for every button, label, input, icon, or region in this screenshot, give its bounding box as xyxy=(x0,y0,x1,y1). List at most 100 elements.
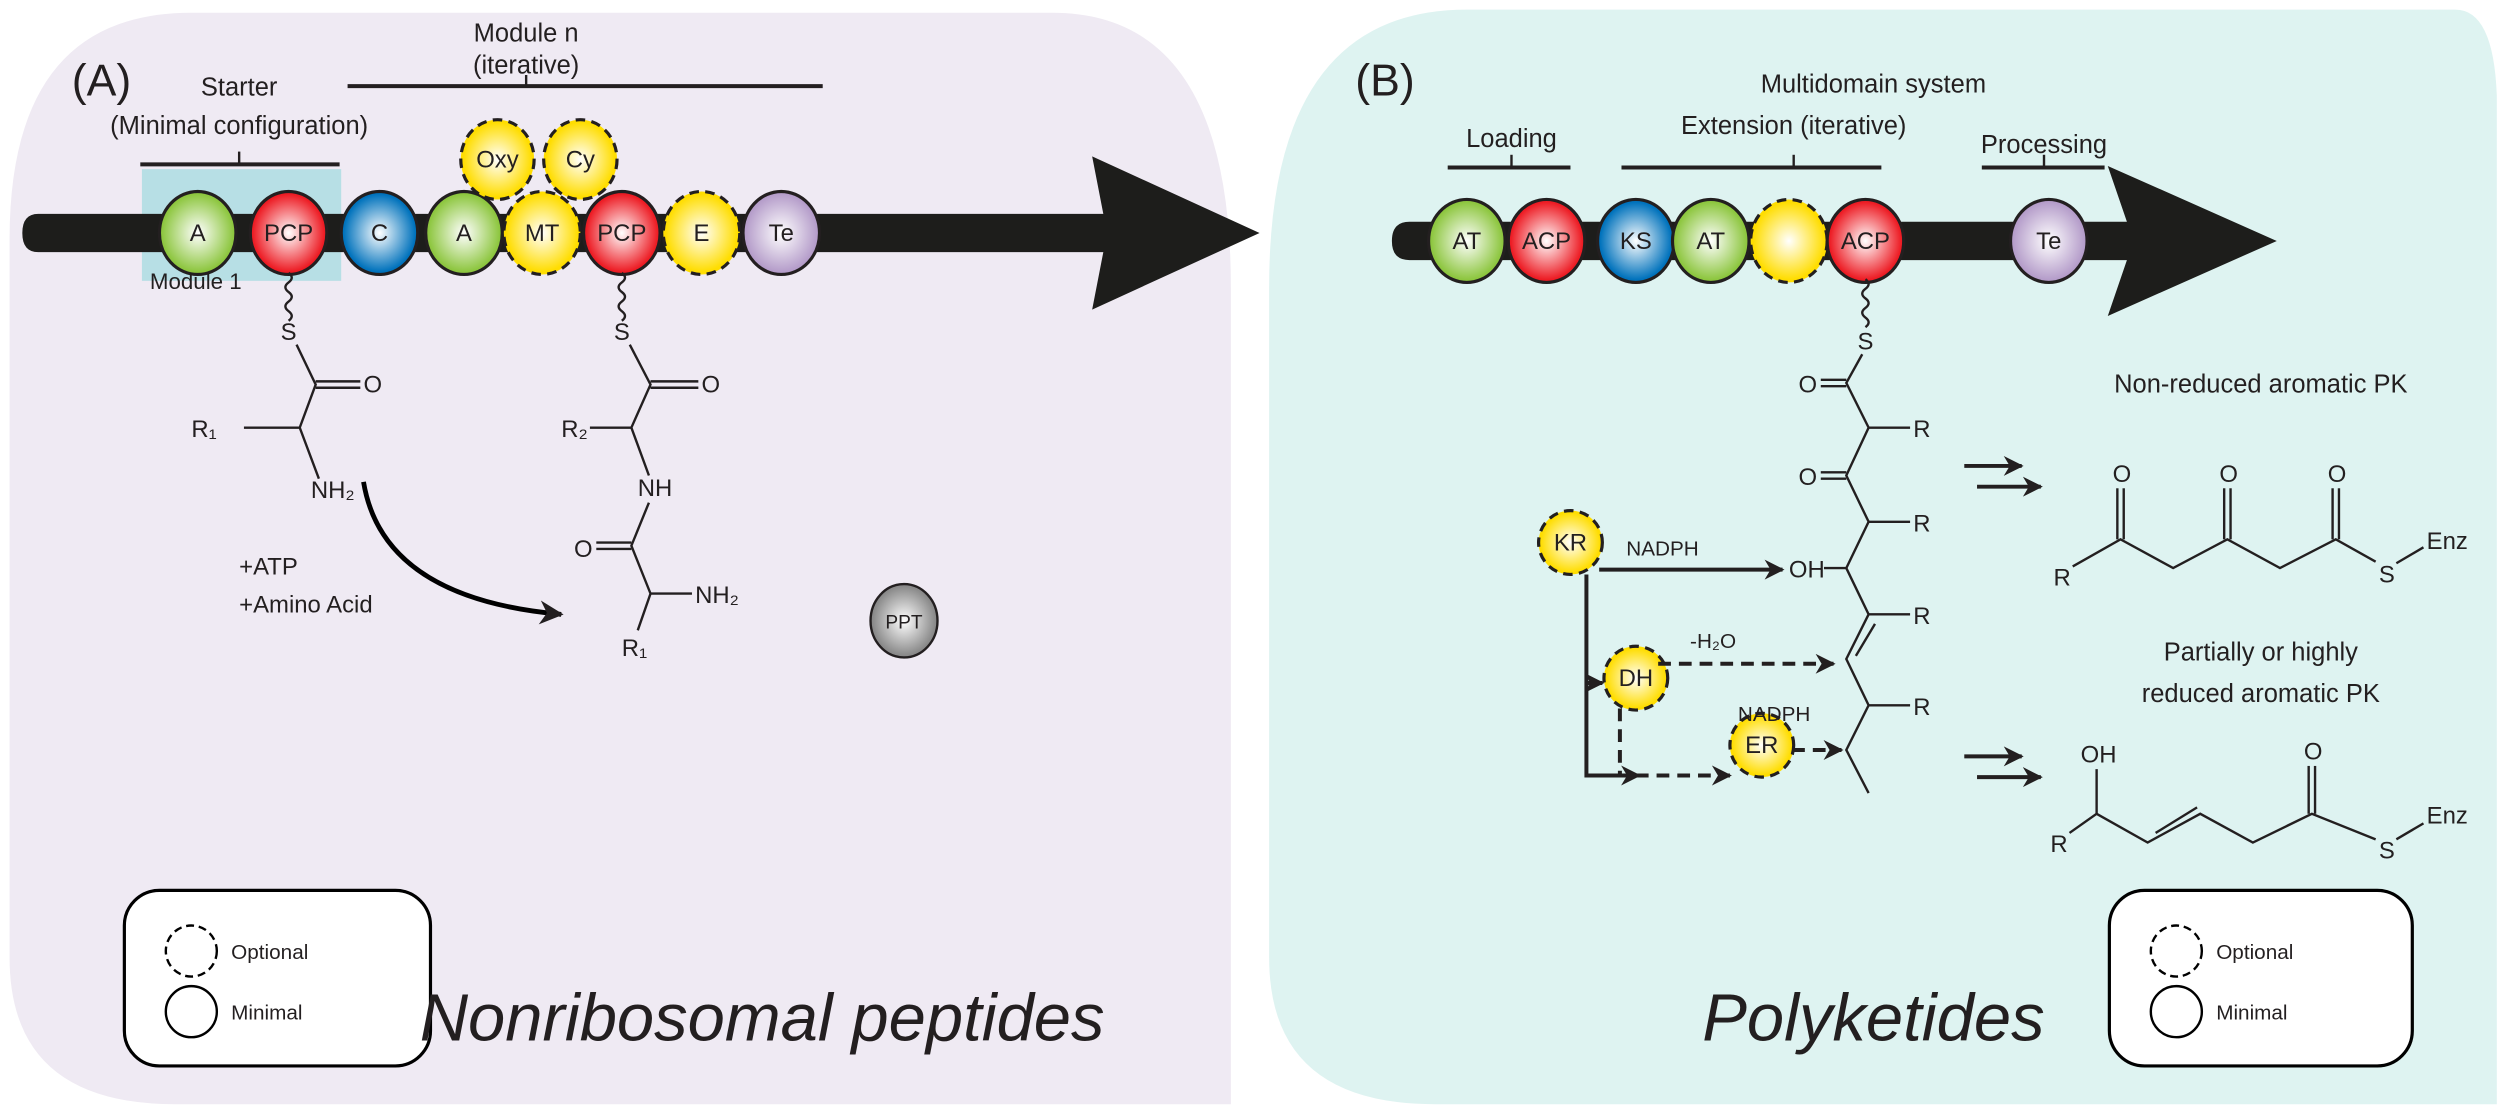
reduced-pk-structure: OH R O S Enz xyxy=(2050,739,2467,865)
nrps-domain-pcp: PCP xyxy=(248,189,329,277)
domain-label: ER xyxy=(1745,732,1778,759)
atom-r1: R₁ xyxy=(622,635,647,662)
domain-circle xyxy=(157,189,238,277)
nrps-domain-a: A xyxy=(424,189,504,277)
minus-h2o-label: -H₂O xyxy=(1690,630,1736,653)
atom-r2: R₂ xyxy=(561,416,588,443)
atom-s: S xyxy=(281,319,297,346)
domain-circle xyxy=(339,189,420,277)
atom-o: O xyxy=(364,372,383,399)
domain-circle xyxy=(1506,197,1587,285)
atom-o: O xyxy=(1798,372,1817,399)
legend-optional-label: Optional xyxy=(231,941,308,964)
atom-s: S xyxy=(2379,561,2395,588)
domain-circle xyxy=(542,118,619,202)
domain-circle xyxy=(581,189,662,277)
panel-b: (B) Multidomain system Loading Extension… xyxy=(1269,9,2497,1105)
domain-label: DH xyxy=(1619,665,1654,692)
pks-domain-at: AT xyxy=(1426,197,1507,285)
domain-label: MT xyxy=(525,220,560,247)
panel-b-background xyxy=(1269,9,2497,1105)
domain-label: PCP xyxy=(264,220,313,247)
domain-label: AT xyxy=(1452,228,1481,255)
nrps-domain-a: A xyxy=(157,189,238,277)
panel-a-letter: (A) xyxy=(72,57,132,106)
non-reduced-pk-structure: R O O O S Enz xyxy=(2054,461,2468,592)
domain-circle xyxy=(502,189,582,277)
pks-domain-te: Te xyxy=(2008,197,2089,285)
domain-label: KR xyxy=(1554,530,1587,557)
domain-label: C xyxy=(371,220,388,247)
ppt-enzyme: PPT xyxy=(869,582,939,659)
domain-label: Te xyxy=(2036,228,2061,255)
domain-circle xyxy=(1426,197,1507,285)
product2-title-line1: Partially or highly xyxy=(2164,639,2358,667)
domain-label: KS xyxy=(1620,228,1652,255)
panel-b-title: Polyketides xyxy=(1702,980,2044,1055)
pks-domain-acp: ACP xyxy=(1506,197,1587,285)
pks-domain-dh: DH xyxy=(1602,644,1670,712)
pks-domain-at: AT xyxy=(1670,197,1751,285)
minimal-icon xyxy=(164,984,219,1039)
condensation-arrow xyxy=(361,481,564,625)
domain-circle xyxy=(459,118,536,202)
legend-optional-label: Optional xyxy=(2216,941,2293,964)
module-n-bracket xyxy=(347,74,823,89)
pks-domain-unlabeled xyxy=(1749,197,1829,285)
polyketide-chain: S O R O R OH R R xyxy=(1789,328,1931,794)
domain-label: ACP xyxy=(1522,228,1571,255)
nrps-domain-cy: Cy xyxy=(542,118,619,202)
domain-label: AT xyxy=(1696,228,1725,255)
nrps-domain-te: Te xyxy=(741,189,822,277)
section-brackets xyxy=(1447,154,2105,170)
starter-sublabel: (Minimal configuration) xyxy=(110,112,368,140)
processing-label: Processing xyxy=(1981,131,2107,159)
atom-r: R xyxy=(1913,694,1930,721)
atom-s: S xyxy=(2379,837,2395,864)
nadph-er-label: NADPH xyxy=(1738,703,1811,726)
pks-domain-kr: KR xyxy=(1536,509,1604,577)
atom-o: O xyxy=(1798,464,1817,491)
pks-domain-acp: ACP xyxy=(1825,197,1906,285)
pcp-tether-1 xyxy=(284,271,293,322)
pks-domain-ks: KS xyxy=(1595,197,1676,285)
atom-r: R xyxy=(1913,603,1930,630)
panel-a-title: Nonribosomal peptides xyxy=(420,980,1105,1055)
reduction-arrows: NADPH -H₂O NADPH xyxy=(1584,537,1844,786)
module-n-label: Module n xyxy=(474,19,579,47)
extension-label: Extension (iterative) xyxy=(1681,112,1906,140)
nrps-domain-mt: MT xyxy=(502,189,582,277)
acp-tether xyxy=(1861,278,1870,329)
domain-circle xyxy=(2008,197,2089,285)
pks-domain-er: ER xyxy=(1728,711,1796,779)
atom-oh: OH xyxy=(2081,742,2117,769)
panel-b-letter: (B) xyxy=(1355,57,1415,106)
nrps-domain-e: E xyxy=(661,189,742,277)
domain-circle xyxy=(1536,509,1604,577)
domain-circle xyxy=(741,189,822,277)
domain-label: ACP xyxy=(1841,228,1890,255)
domain-label: Oxy xyxy=(476,147,519,174)
domain-circle xyxy=(1670,197,1751,285)
domain-label: E xyxy=(694,220,710,247)
domain-circle xyxy=(1825,197,1906,285)
legend-a: Optional Minimal xyxy=(122,888,433,1068)
nrps-domain-oxy: Oxy xyxy=(459,118,536,202)
atom-nh2: NH₂ xyxy=(695,582,739,609)
aminoacyl-thioester: S O R₁ NH₂ xyxy=(191,319,382,504)
ppt-label: PPT xyxy=(885,613,922,634)
atom-oh: OH xyxy=(1789,557,1825,584)
optional-icon xyxy=(2149,924,2204,978)
dipeptidyl-thioester: S O R₂ NH O NH₂ R₁ xyxy=(561,319,739,662)
atom-o: O xyxy=(2219,461,2238,488)
atom-o: O xyxy=(2113,461,2132,488)
atom-o: O xyxy=(2304,739,2323,766)
atom-o: O xyxy=(574,536,593,563)
domain-circle xyxy=(248,189,329,277)
module-n-sublabel: (iterative) xyxy=(473,51,579,79)
starter-label: Starter xyxy=(201,74,278,102)
minimal-icon xyxy=(2149,984,2204,1039)
